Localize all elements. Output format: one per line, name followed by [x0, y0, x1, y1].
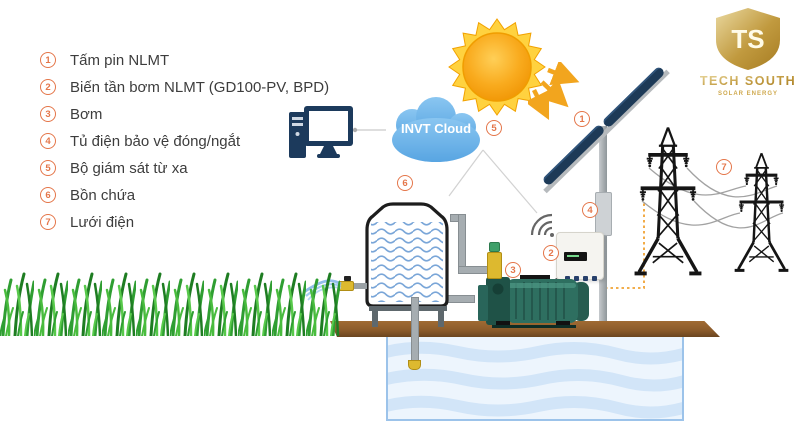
callout-6: 6 [397, 175, 413, 191]
legend-label-1: Tấm pin NLMT [70, 51, 170, 69]
transmission-tower-left [635, 128, 702, 274]
legend-label-6: Bồn chứa [70, 186, 136, 204]
suction-pipe-vertical [411, 297, 419, 363]
cloud-label: INVT Cloud [401, 121, 471, 136]
inverter-port [574, 276, 579, 281]
computer-icon [289, 106, 353, 158]
legend-label-3: Bơm [70, 105, 103, 123]
sun-icon [448, 18, 546, 116]
faucet-pipe [352, 283, 367, 289]
legend-item-2: 2 Biến tần bơm NLMT (GD100-PV, BPD) [40, 78, 330, 96]
legend-item-3: 3 Bơm [40, 105, 103, 123]
legend-label-7: Lưới điện [70, 213, 135, 231]
callout-2: 2 [543, 245, 559, 261]
logo-title: TECH SOUTH [700, 74, 796, 88]
pump-valve-cap [489, 242, 500, 252]
tank-stand-leg [372, 306, 378, 327]
inverter-port [583, 276, 588, 281]
inverter-display [564, 252, 587, 261]
sun-rays-arrows [528, 62, 580, 121]
legend-item-7: 7 Lưới điện [40, 213, 135, 231]
legend-item-1: 1 Tấm pin NLMT [40, 51, 170, 69]
inverter-port [565, 276, 570, 281]
foot-valve [408, 360, 421, 370]
wood-plank [330, 321, 720, 337]
transmission-tower-right [735, 153, 789, 270]
grass [0, 264, 340, 336]
legend-num-2: 2 [40, 79, 56, 95]
tank-stand-bar [369, 306, 447, 311]
water-basin [386, 331, 684, 421]
faucet-handle [344, 276, 351, 281]
inverter-port [592, 276, 597, 281]
cloud-icon: INVT Cloud [392, 97, 480, 162]
legend-num-6: 6 [40, 187, 56, 203]
tech-south-logo: TS TECH SOUTH SOLAR ENERGY [700, 8, 796, 97]
logo-subtitle: SOLAR ENERGY [718, 91, 778, 97]
legend-num-3: 3 [40, 106, 56, 122]
callout-1: 1 [574, 111, 590, 127]
callout-4: 4 [582, 202, 598, 218]
logo-monogram: TS [731, 24, 764, 54]
tank-stand-leg [438, 306, 444, 327]
pump-brass-fitting [487, 252, 502, 279]
callout-7: 7 [716, 159, 732, 175]
legend-num-5: 5 [40, 160, 56, 176]
legend-num-4: 4 [40, 133, 56, 149]
callout-3: 3 [505, 262, 521, 278]
shield-icon [716, 8, 780, 70]
protection-box [595, 192, 612, 236]
legend-label-2: Biến tần bơm NLMT (GD100-PV, BPD) [70, 78, 330, 96]
wifi-icon [530, 213, 554, 237]
water-tank [365, 202, 449, 308]
legend-item-5: 5 Bộ giám sát từ xa [40, 159, 188, 177]
water-pump [478, 275, 589, 328]
legend-label-5: Bộ giám sát từ xa [70, 159, 188, 177]
basin-waves [388, 341, 682, 419]
legend-item-4: 4 Tủ điện bảo vệ đóng/ngắt [40, 132, 241, 150]
legend-num-1: 1 [40, 52, 56, 68]
legend-item-6: 6 Bồn chứa [40, 186, 136, 204]
callout-5: 5 [486, 120, 502, 136]
legend-num-7: 7 [40, 214, 56, 230]
pump-inverter [556, 232, 604, 281]
legend-label-4: Tủ điện bảo vệ đóng/ngắt [70, 132, 241, 150]
